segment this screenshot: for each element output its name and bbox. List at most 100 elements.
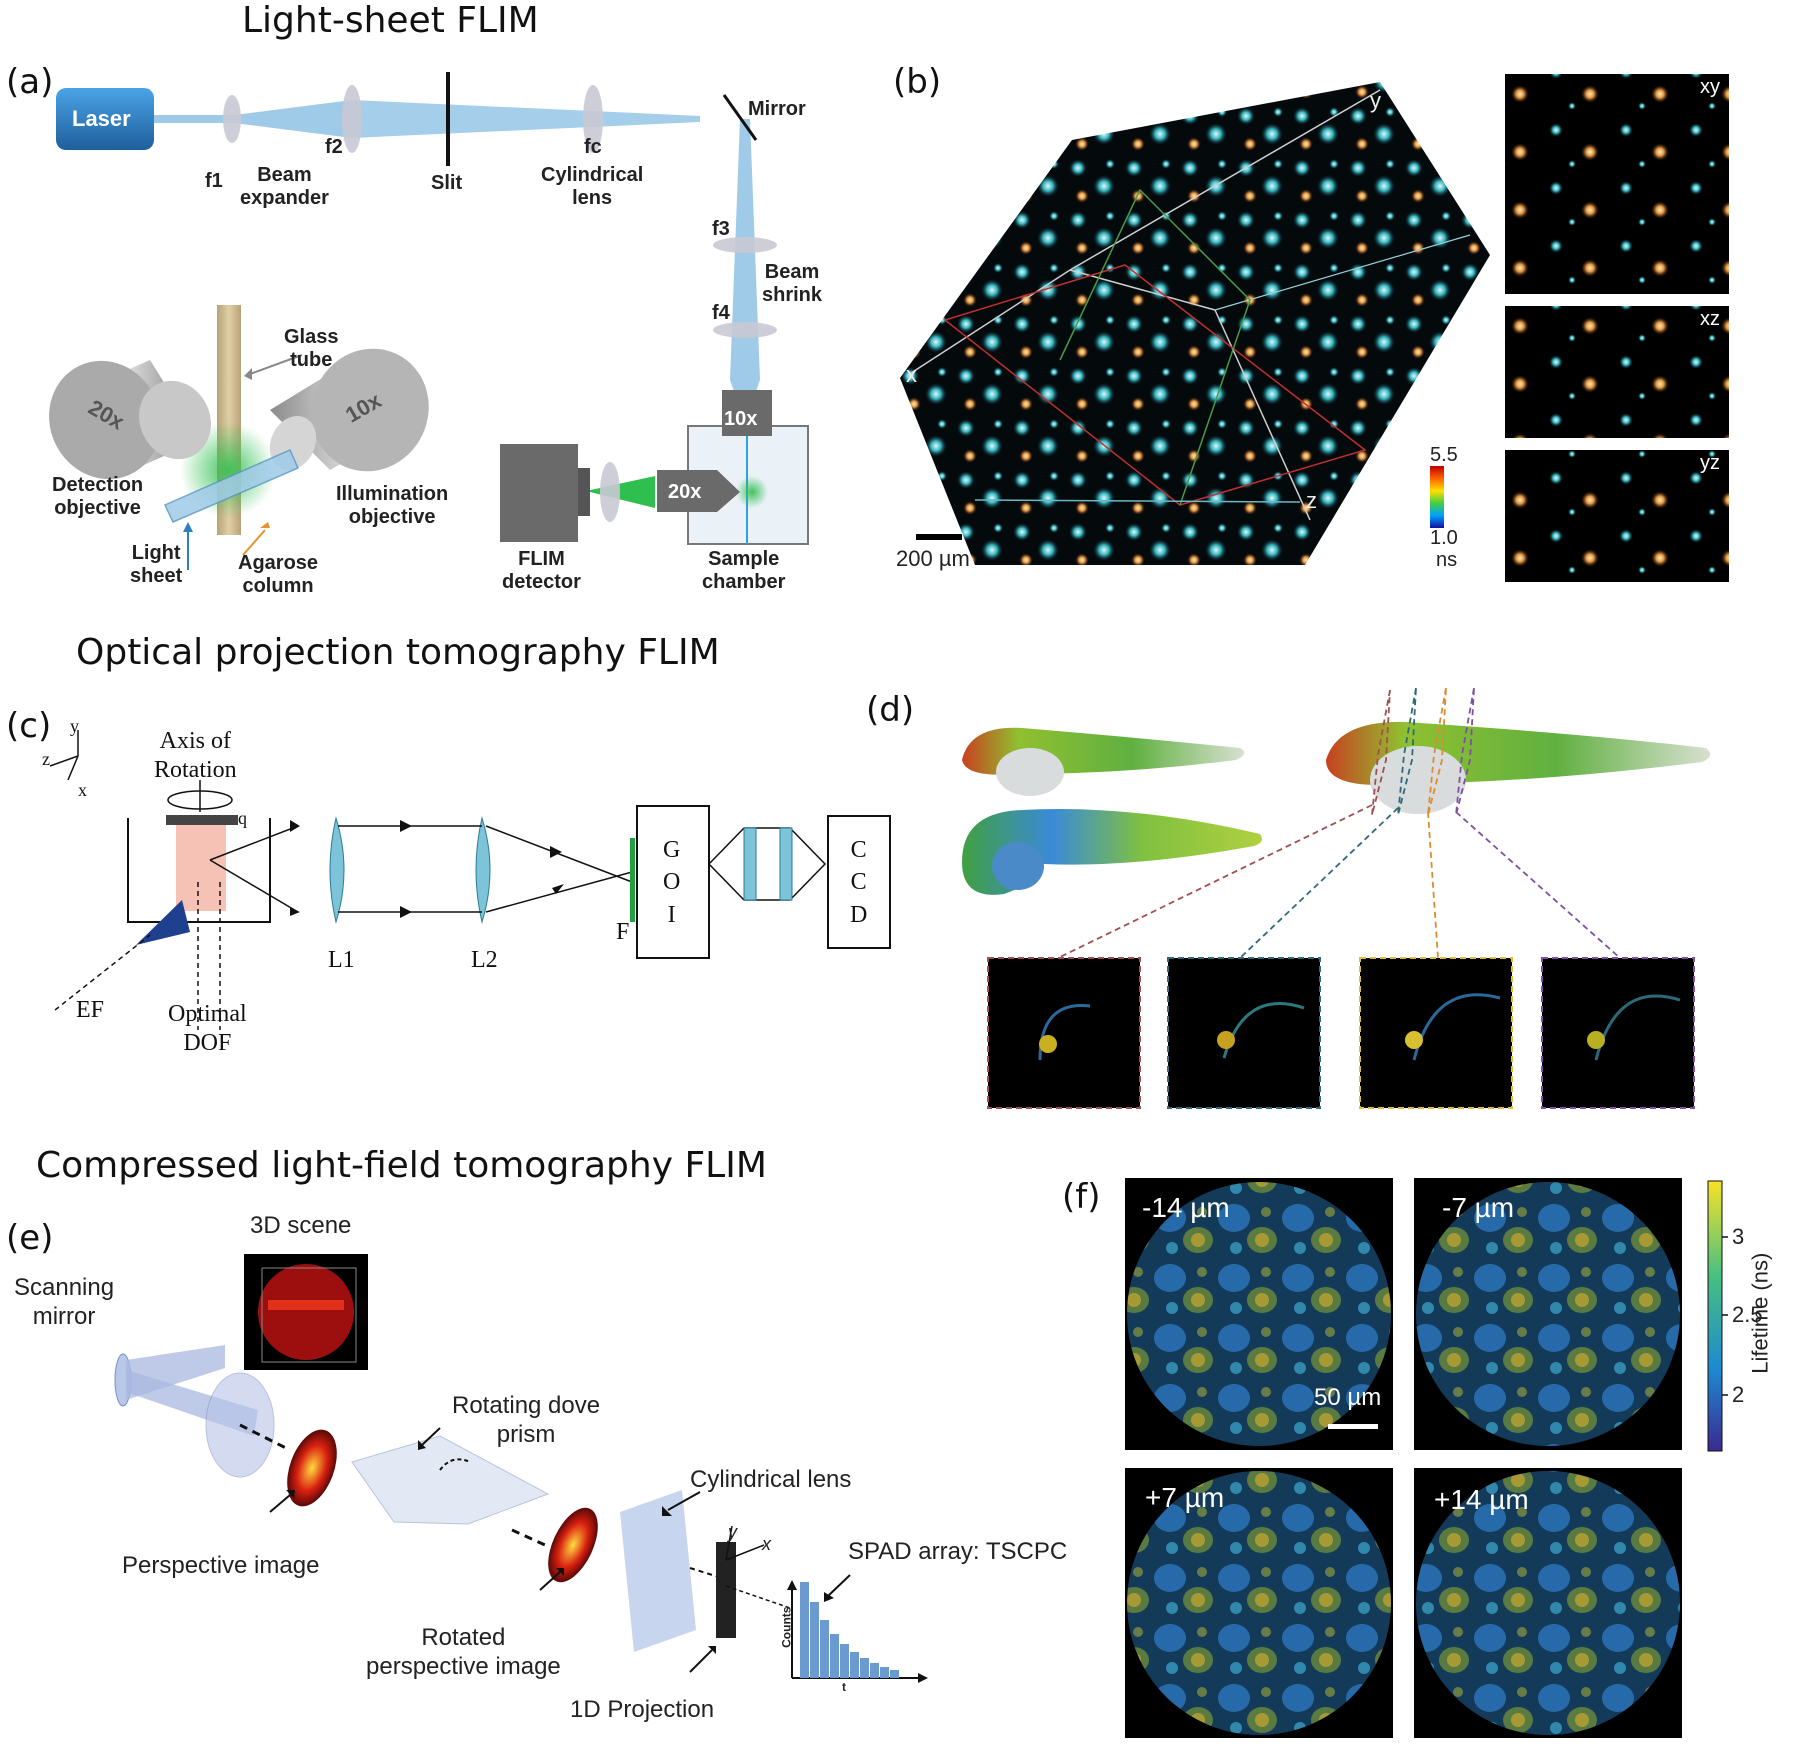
opt-title: Optical projection tomography FLIM xyxy=(76,632,720,673)
axis-z-c: z xyxy=(42,749,50,769)
q-label: q xyxy=(238,808,247,828)
goi-box xyxy=(636,805,710,959)
mirror-line xyxy=(722,94,758,141)
scale-bar-b-label: 200 µm xyxy=(896,546,970,571)
cylindrical-lens-e-label: Cylindrical lens xyxy=(690,1466,852,1493)
panel-a-label: (a) xyxy=(6,62,54,102)
mirror-label: Mirror xyxy=(748,98,806,120)
panel-e-label: (e) xyxy=(6,1218,54,1258)
beam-expander-cone xyxy=(234,100,352,138)
scale-bar-f-label: 50 µm xyxy=(1314,1384,1382,1411)
beam-segment-1 xyxy=(154,115,234,123)
ef-label: EF xyxy=(76,997,105,1023)
colorbar-b-unit: ns xyxy=(1436,549,1458,571)
flim-detector-label: FLIM detector xyxy=(502,548,581,593)
l2-label: L2 xyxy=(471,947,498,973)
sample-tank xyxy=(127,818,271,923)
ccd-label: C C D xyxy=(850,837,868,928)
objective-10x-box xyxy=(722,390,772,436)
illumination-objective-label: Illumination objective xyxy=(336,483,449,528)
t-label: t xyxy=(842,1680,846,1694)
colorbar-f-title: Lifetime (ns) xyxy=(1747,1252,1773,1374)
excitation-prism xyxy=(136,900,190,945)
clft-title: Compressed light-field tomography FLIM xyxy=(36,1145,767,1186)
axis-x-e: x xyxy=(762,1534,771,1554)
colorbar-f xyxy=(1707,1180,1723,1452)
panel-d-label: (d) xyxy=(866,690,915,730)
slice-2 xyxy=(1167,957,1321,1109)
depth-4-label: +14 µm xyxy=(1434,1484,1529,1515)
filter-f xyxy=(630,838,635,922)
flim-detector-box xyxy=(500,444,578,542)
view-xy xyxy=(1505,74,1729,294)
glass-tube-label: Glass tube xyxy=(284,326,339,371)
goi-label: G O I xyxy=(663,837,681,928)
spad-array-label: SPAD array: TSCPC xyxy=(848,1538,1068,1565)
scale-bar-f xyxy=(1328,1424,1378,1429)
view-yz-label: yz xyxy=(1700,452,1720,474)
f4-label: f4 xyxy=(712,302,730,324)
lens-f1 xyxy=(223,95,241,143)
lens-l1 xyxy=(329,816,345,924)
rotated-perspective-image-label: Rotated perspective image xyxy=(366,1624,561,1680)
scanning-mirror-label: Scanning mirror xyxy=(14,1274,115,1330)
sample-glow xyxy=(736,476,768,508)
f3-label: f3 xyxy=(712,218,730,240)
slit-label: Slit xyxy=(431,172,463,194)
illumination-objective-3d xyxy=(269,348,429,472)
detection-objective-3d xyxy=(49,360,211,480)
slice-3 xyxy=(1359,957,1513,1109)
depth-3-label: +7 µm xyxy=(1145,1482,1225,1513)
fc-label: fc xyxy=(584,136,602,158)
beam-focus-cone xyxy=(352,100,700,138)
l1-label: L1 xyxy=(328,947,355,973)
projection-1d-label: 1D Projection xyxy=(570,1696,715,1723)
optimal-dof-label: Optimal DOF xyxy=(168,1001,247,1056)
detection-objective-label: Detection objective xyxy=(52,474,144,519)
light-sheet-label: Light sheet xyxy=(130,542,183,587)
rotated-image-disc xyxy=(548,1507,598,1583)
sample-volume xyxy=(176,825,226,911)
detection-lens xyxy=(600,462,620,522)
axis-x-c: x xyxy=(78,780,87,800)
panel-f-label: (f) xyxy=(1062,1177,1101,1217)
lens-f3 xyxy=(713,237,777,253)
scene-3d-label: 3D scene xyxy=(250,1212,352,1239)
axis-rotation-label: Axis of Rotation xyxy=(154,728,237,783)
perspective-image-disc xyxy=(287,1429,337,1507)
beam-shrink-label: Beam shrink xyxy=(762,261,823,306)
lens-f4 xyxy=(713,322,777,338)
beam-expander-label: Beam expander xyxy=(240,164,329,209)
view-xz xyxy=(1505,306,1729,438)
rotating-dove-prism-label: Rotating dove prism xyxy=(452,1392,601,1448)
colorbar-f-tick-3: 3 xyxy=(1732,1224,1745,1249)
sample-chamber-label: Sample chamber xyxy=(702,548,786,593)
colorbar-b xyxy=(1430,466,1444,528)
spad-sensor xyxy=(716,1542,736,1638)
axis-y-b: y xyxy=(1370,88,1381,113)
view-xy-label: xy xyxy=(1700,76,1720,98)
depth-1-label: -14 µm xyxy=(1142,1192,1230,1223)
ccd-box xyxy=(827,815,891,949)
colorbar-f-tick-2: 2 xyxy=(1732,1382,1745,1407)
lens-l2 xyxy=(475,816,491,924)
panel-c-label: (c) xyxy=(6,706,52,746)
view-xz-label: xz xyxy=(1700,308,1720,330)
view-yz xyxy=(1505,450,1729,582)
axis-y-c: y xyxy=(70,716,79,736)
scale-bar-b xyxy=(916,534,962,540)
agarose-column-label: Agarose column xyxy=(238,552,319,597)
detection-cone xyxy=(586,476,655,508)
lens-fc xyxy=(583,85,603,153)
laser-body xyxy=(56,88,154,150)
zebrafish-small-bottom xyxy=(962,809,1262,895)
colorbar-f-tick-25: 2.5 xyxy=(1732,1302,1763,1327)
f2-label: f2 xyxy=(325,136,343,158)
axis-x-b: x xyxy=(906,362,917,387)
laser-label: Laser xyxy=(72,106,131,131)
